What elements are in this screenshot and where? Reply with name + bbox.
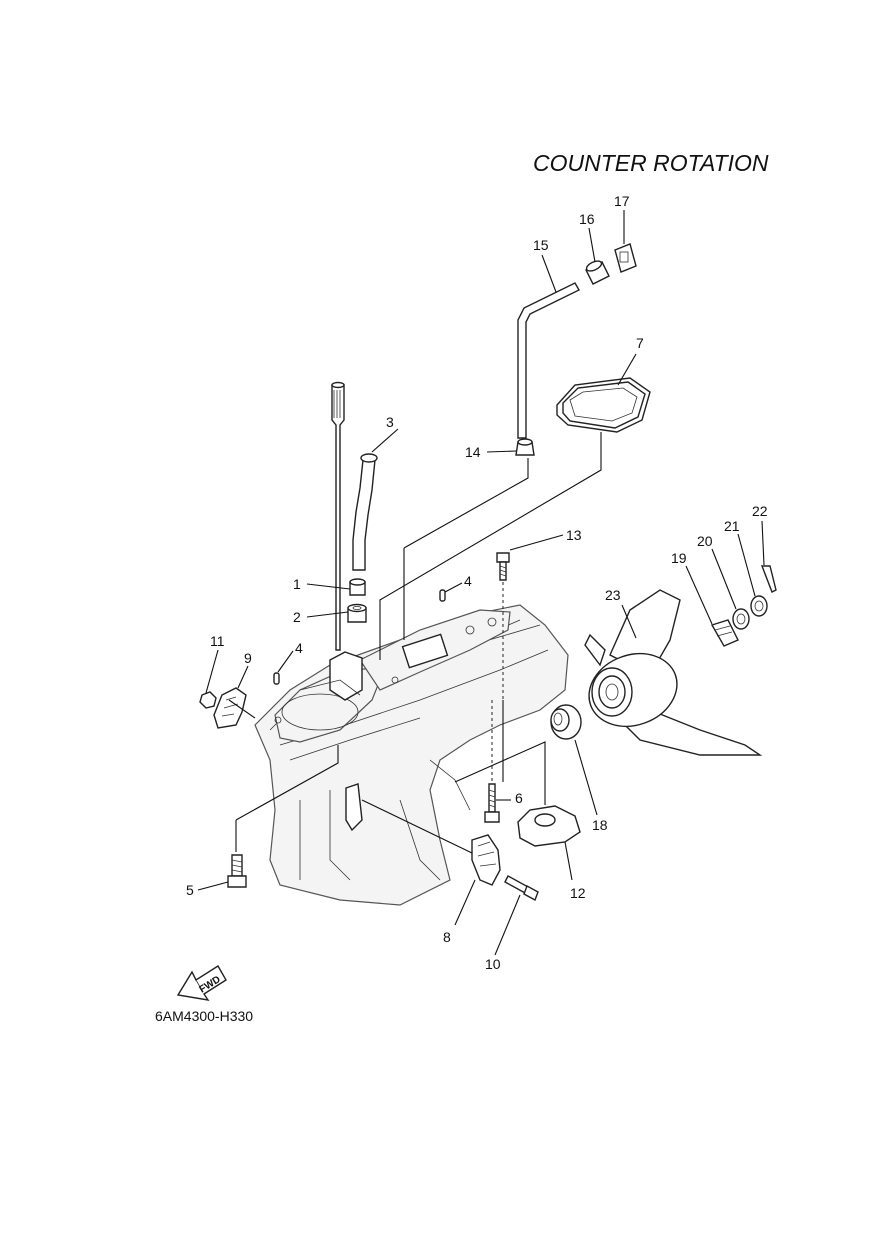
callout-19: 19 <box>671 550 687 566</box>
part-8-trim-tab <box>345 783 501 886</box>
callout-6: 6 <box>515 790 523 806</box>
part-4-dowel-pin-a <box>439 589 446 602</box>
callout-7: 7 <box>636 335 644 351</box>
part-23-propeller <box>584 589 763 756</box>
callout-17: 17 <box>614 193 630 209</box>
drive-shaft <box>331 381 345 651</box>
callout-12: 12 <box>570 885 586 901</box>
callout-1: 1 <box>293 576 301 592</box>
callout-21: 21 <box>724 518 740 534</box>
callout-numbers: 1 2 3 4 4 5 6 7 8 9 10 11 12 13 14 15 16… <box>186 193 768 972</box>
callout-13: 13 <box>566 527 582 543</box>
part-5-bolt <box>227 854 247 888</box>
callout-3: 3 <box>386 414 394 430</box>
callout-14: 14 <box>465 444 481 460</box>
callout-4a: 4 <box>464 573 472 589</box>
part-11-nut <box>199 691 217 709</box>
part-19-washer <box>710 619 739 647</box>
callout-22: 22 <box>752 503 768 519</box>
callout-23: 23 <box>605 587 621 603</box>
lower-unit-housing <box>254 604 569 906</box>
leader-lines <box>197 210 765 956</box>
callout-11: 11 <box>210 633 225 649</box>
callout-4b: 4 <box>295 640 303 656</box>
part-4-dowel-pin-b <box>273 672 280 685</box>
part-9-anode <box>213 687 247 729</box>
callout-8: 8 <box>443 929 451 945</box>
part-13-bolt <box>496 552 510 700</box>
part-17-clip <box>614 243 637 273</box>
part-21-nut <box>750 595 768 617</box>
part-18-spacer <box>550 704 582 740</box>
part-6-bolt <box>484 700 500 823</box>
part-16-sleeve <box>585 260 610 285</box>
part-7-gasket <box>556 377 651 433</box>
part-2-grommet <box>347 603 367 623</box>
part-1-seal <box>349 578 366 596</box>
part-14-cap <box>515 438 535 456</box>
callout-2: 2 <box>293 609 301 625</box>
part-20-washer <box>732 608 750 630</box>
part-15-pipe <box>517 282 580 439</box>
fwd-arrow-icon: FWD <box>176 965 227 1001</box>
callout-16: 16 <box>579 211 595 227</box>
callout-15: 15 <box>533 237 549 253</box>
callout-20: 20 <box>697 533 713 549</box>
part-10-bolt <box>504 875 539 902</box>
callout-5: 5 <box>186 882 194 898</box>
part-22-cotter-pin <box>760 565 777 593</box>
callout-18: 18 <box>592 817 608 833</box>
callout-9: 9 <box>244 650 252 666</box>
diagram-title: COUNTER ROTATION <box>533 150 769 176</box>
part-3-water-tube <box>352 453 378 571</box>
part-12-anode <box>517 805 581 847</box>
callout-10: 10 <box>485 956 501 972</box>
diagram-id: 6AM4300-H330 <box>155 1008 254 1024</box>
